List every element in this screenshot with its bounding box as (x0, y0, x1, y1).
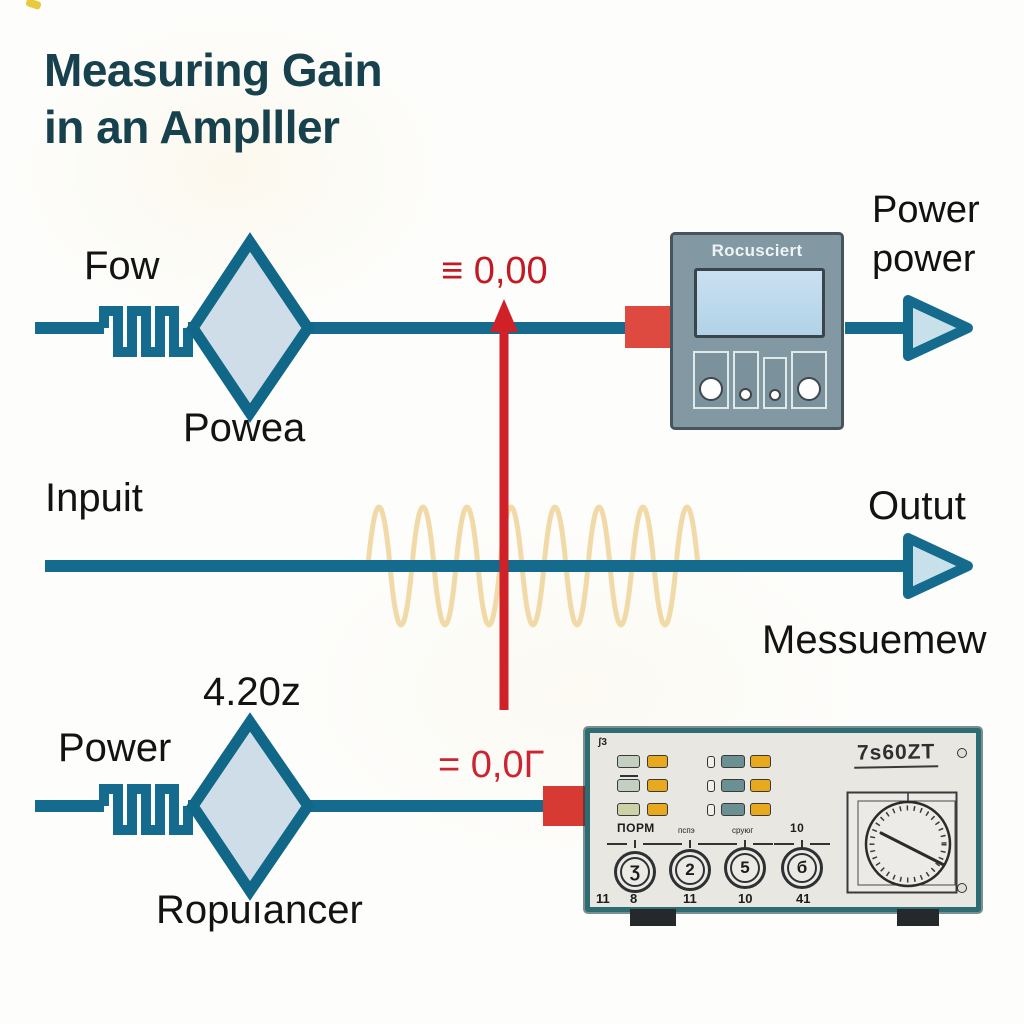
row3-source-label: Power (58, 726, 172, 770)
row2-caption: Messuemew (762, 618, 987, 662)
panel-number: 11 (683, 891, 697, 906)
panel-number: 11 (596, 891, 610, 906)
row3-marker-value: = 0,0Г (438, 744, 545, 786)
panel-number: 41 (796, 891, 811, 906)
knob-label: 10 (790, 821, 805, 835)
analyzer-device-bottom: ʃ3 7s60ZT ПОРМ пспэ сруюг 10 (585, 728, 981, 912)
device-button-panel (693, 351, 827, 409)
diamond-node (186, 712, 315, 901)
panel-cell (693, 351, 729, 409)
device-corner-mark: ʃ3 (598, 737, 607, 748)
row1-source-label: Fow (84, 244, 160, 288)
led-indicator (617, 803, 640, 816)
knob-tick (717, 839, 773, 849)
knob-label: ПОРМ (617, 821, 655, 835)
led-indicator (647, 803, 668, 816)
device-foot (897, 909, 939, 926)
led-indicator (707, 780, 715, 792)
led-indicator (617, 755, 640, 768)
device-model-label: 7s60ZT (853, 740, 939, 769)
row3-diamond-label: Ropuıancer (156, 888, 363, 932)
measurement-arrowhead-icon (490, 299, 518, 332)
rotary-knob: б (781, 847, 823, 889)
rotary-knob: 5 (724, 847, 766, 889)
sine-wave-icon (365, 504, 701, 628)
resistor-icon (99, 784, 193, 835)
led-indicator (750, 779, 771, 792)
knob-icon (698, 377, 723, 401)
knob-digit: Ʒ (620, 857, 650, 887)
rotary-knob: 2 (669, 849, 711, 891)
page-title: Measuring Gain in an Amplller (44, 42, 383, 156)
panel-number: 8 (630, 891, 638, 906)
row1-marker-value: ≡ 0,00 (441, 250, 548, 292)
gauge-dial (864, 800, 952, 888)
red-connector (625, 306, 673, 348)
led-indicator (721, 803, 745, 816)
panel-cell (762, 357, 788, 409)
led-indicator (750, 755, 771, 768)
row2-input-label: Inpuit (45, 476, 143, 520)
knob-label: сруюг (732, 826, 754, 835)
panel-cell (791, 351, 827, 409)
led-indicator (707, 804, 715, 816)
led-indicator (721, 779, 745, 792)
knob-label: пспэ (678, 826, 695, 835)
row1-diamond-label: Powea (183, 406, 306, 450)
panel-cell (732, 351, 759, 409)
knob-tick (607, 839, 663, 849)
knob-tick (774, 839, 830, 849)
resistor-icon (99, 306, 193, 357)
analog-gauge (846, 791, 958, 894)
device-screen (694, 268, 825, 338)
knob-tick (662, 839, 718, 849)
row3-frequency-label: 4.20z (203, 670, 301, 714)
knob-icon (797, 377, 822, 401)
page-title-line2: in an Amplller (44, 101, 340, 153)
red-connector (543, 786, 591, 826)
led-indicator (617, 779, 640, 792)
row1-output-label: Power power (872, 186, 980, 284)
knob-icon (739, 388, 753, 401)
led-dash (620, 775, 638, 777)
screw-icon (957, 748, 967, 758)
knob-icon (769, 389, 782, 401)
panel-number: 10 (738, 891, 753, 906)
meter-device-top: Rocusciert (670, 232, 844, 430)
knob-digit: 5 (730, 853, 760, 883)
page-title-line1: Measuring Gain (44, 44, 383, 96)
led-indicator (707, 756, 715, 768)
arrowhead-icon (903, 295, 973, 361)
row1-output-line1: Power (872, 189, 980, 231)
knob-digit: 2 (675, 855, 705, 885)
gauge-ticks (869, 805, 947, 883)
rotary-knob: Ʒ (614, 851, 656, 893)
device-title: Rocusciert (711, 241, 803, 260)
knob-digit: б (787, 853, 817, 883)
device-foot (630, 909, 676, 926)
arrowhead-icon (903, 533, 973, 599)
row1-output-line2: power (872, 238, 976, 280)
gauge-needle (879, 831, 946, 867)
led-indicator (721, 755, 745, 768)
led-indicator (647, 755, 668, 768)
led-indicator (647, 779, 668, 792)
diamond-node (186, 232, 315, 423)
row2-output-label: Outut (868, 484, 966, 528)
screw-icon (957, 883, 967, 893)
led-indicator (750, 803, 771, 816)
